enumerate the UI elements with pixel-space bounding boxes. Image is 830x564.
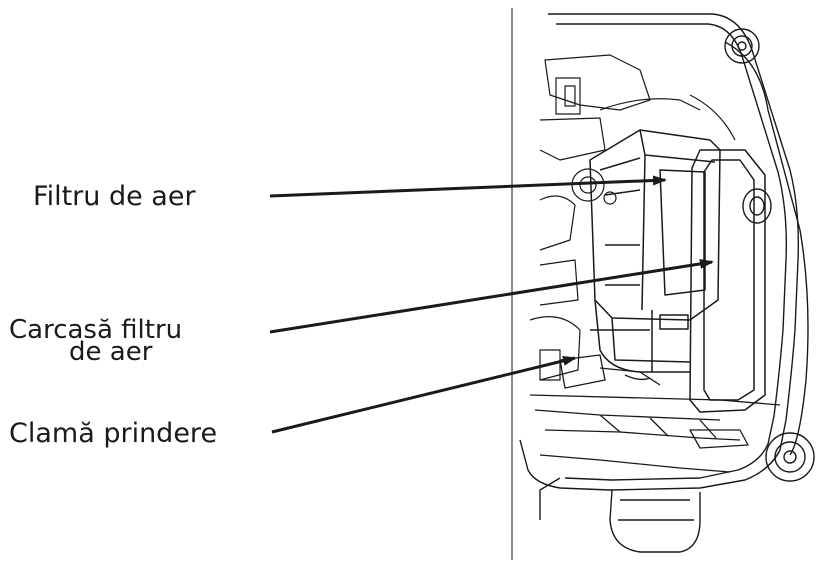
screw-right-middle — [742, 188, 772, 224]
label-air-filter: Filtru de aer — [33, 181, 196, 212]
outer-casing-inner — [556, 23, 788, 481]
leader-line-filter-housing — [269, 258, 714, 334]
screw-bottom-right — [765, 432, 815, 482]
illustration — [511, 8, 815, 560]
leader-line-air-filter — [269, 175, 667, 198]
screw-top-right — [724, 28, 760, 64]
leader-lines — [269, 175, 714, 434]
bottom-foot — [539, 477, 701, 553]
retaining-clip — [559, 354, 661, 389]
label-filter-housing-line2: de aer — [69, 337, 153, 367]
outer-casing-edge — [724, 41, 809, 456]
leader-line-retaining-clip — [271, 355, 577, 434]
air-filter-housing — [590, 149, 766, 413]
engine-components — [529, 54, 736, 381]
label-filter-housing-line1: Carcasă filtru — [9, 315, 182, 345]
outer-casing — [519, 13, 800, 491]
air-filter-element — [589, 129, 721, 321]
label-retaining-clip: Clamă prindere — [9, 418, 217, 449]
bottom-plate — [529, 394, 781, 473]
